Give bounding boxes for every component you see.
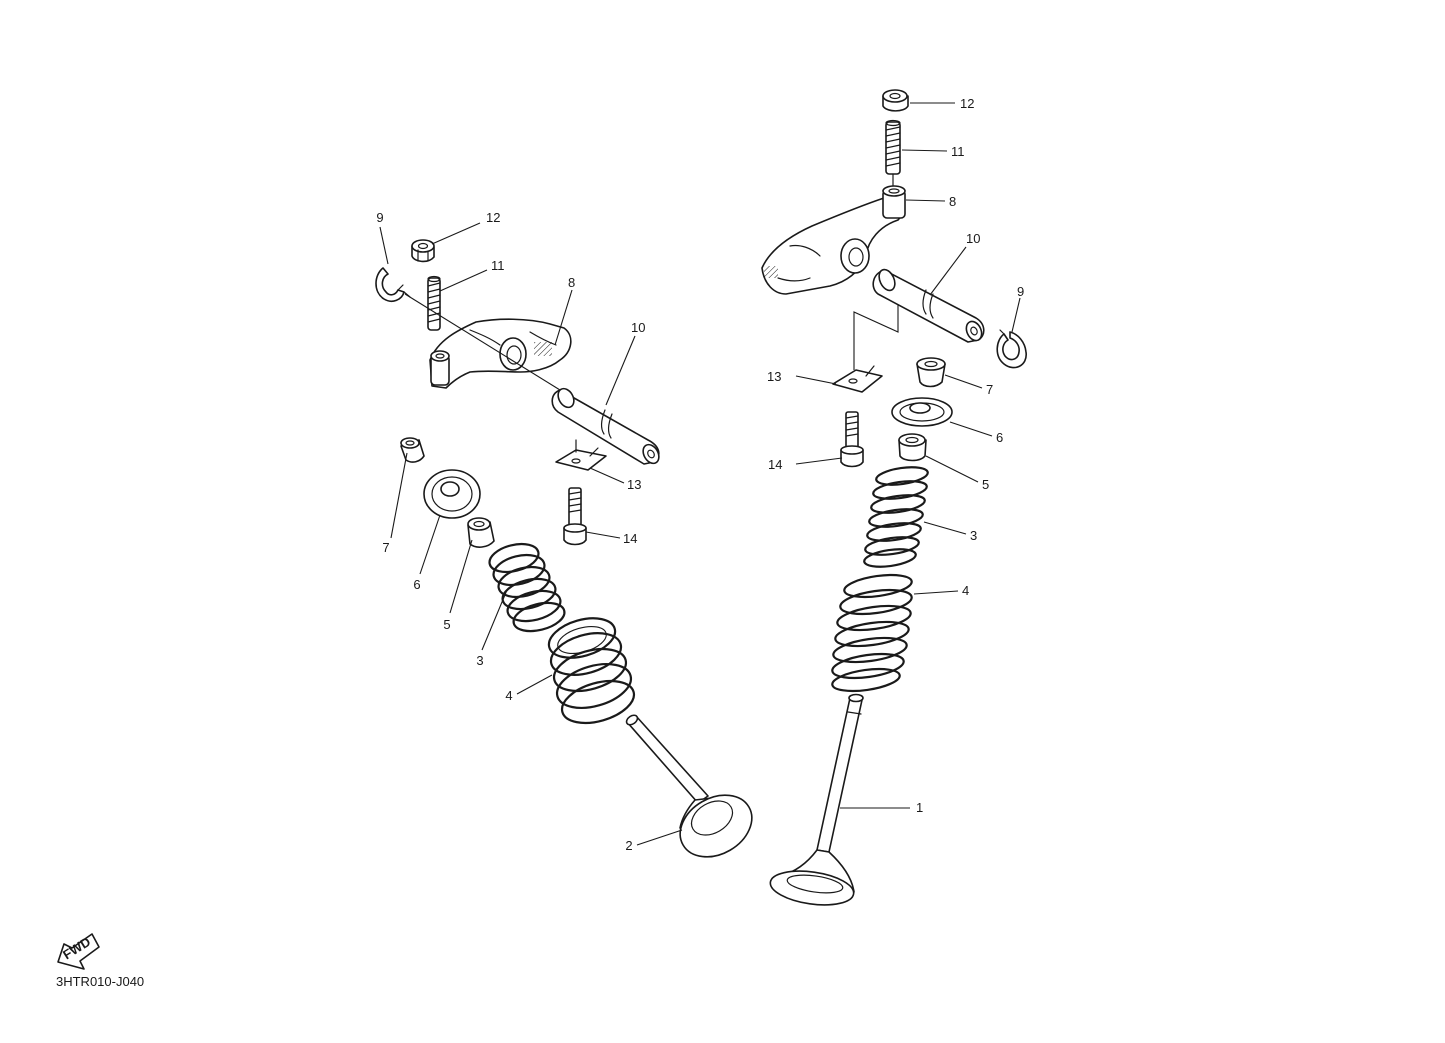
right-bolt xyxy=(840,411,864,468)
right-callout-adjusting-screw: 11 xyxy=(951,144,965,159)
left-callout-circlip: 9 xyxy=(376,210,383,225)
left-valve-cotter xyxy=(400,437,425,463)
right-valve-assembly: 12 11 8 10 9 13 7 6 14 5 3 4 1 xyxy=(761,89,1027,906)
left-callout-stem-seal: 5 xyxy=(443,617,450,632)
right-adjusting-screw xyxy=(885,119,901,187)
right-lock-nut xyxy=(882,89,909,112)
left-callout-lock-nut: 12 xyxy=(486,210,500,225)
right-callout-bolt: 14 xyxy=(768,457,782,472)
left-callout-bolt: 14 xyxy=(623,531,637,546)
left-callout-rocker-arm: 8 xyxy=(568,275,575,290)
right-callout-inner-spring: 3 xyxy=(970,528,977,543)
left-inner-spring xyxy=(488,542,566,633)
right-rocker-arm xyxy=(761,185,906,295)
left-callout-adjusting-screw: 11 xyxy=(491,258,505,273)
left-valve-assembly: 9 12 11 8 10 13 14 7 6 5 3 4 2 xyxy=(375,210,753,858)
right-callout-valve-cotter: 7 xyxy=(986,382,993,397)
left-outer-spring xyxy=(547,617,636,725)
right-callout-valve: 1 xyxy=(916,800,923,815)
right-inner-spring xyxy=(863,466,929,568)
left-circlip xyxy=(375,267,411,302)
left-bolt xyxy=(563,487,587,546)
right-rocker-shaft xyxy=(872,268,985,343)
right-callout-rocker-shaft: 10 xyxy=(966,231,980,246)
left-valve xyxy=(625,714,753,858)
right-callout-spring-retainer: 6 xyxy=(996,430,1003,445)
left-stem-seal xyxy=(467,517,495,548)
left-callout-spring-retainer: 6 xyxy=(413,577,420,592)
left-callout-inner-spring: 3 xyxy=(476,653,483,668)
right-callout-lock-plate: 13 xyxy=(767,369,781,384)
left-callout-rocker-shaft: 10 xyxy=(631,320,645,335)
right-callout-outer-spring: 4 xyxy=(962,583,969,598)
diagram-code: 3HTR010-J040 xyxy=(56,974,145,989)
left-callout-valve-cotter: 7 xyxy=(382,540,389,555)
right-callout-rocker-arm: 8 xyxy=(949,194,956,209)
right-outer-spring xyxy=(831,573,913,693)
left-lock-plate xyxy=(555,439,607,471)
right-callout-lock-nut: 12 xyxy=(960,96,974,111)
fwd-arrow-icon: FWD xyxy=(57,933,100,970)
left-spring-retainer xyxy=(423,469,481,519)
right-callout-circlip: 9 xyxy=(1017,284,1024,299)
left-rocker-shaft xyxy=(551,387,660,465)
left-callout-outer-spring: 4 xyxy=(505,688,512,703)
right-spring-retainer xyxy=(891,397,953,427)
right-lock-plate xyxy=(832,365,883,393)
left-adjusting-screw xyxy=(427,275,441,331)
right-callout-stem-seal: 5 xyxy=(982,477,989,492)
left-lock-nut xyxy=(411,239,435,263)
left-callout-lock-plate: 13 xyxy=(627,477,641,492)
right-valve xyxy=(769,693,864,906)
right-valve-cotter xyxy=(916,357,946,388)
right-circlip xyxy=(996,329,1027,369)
left-callout-valve: 2 xyxy=(625,838,632,853)
right-stem-seal xyxy=(898,433,927,462)
